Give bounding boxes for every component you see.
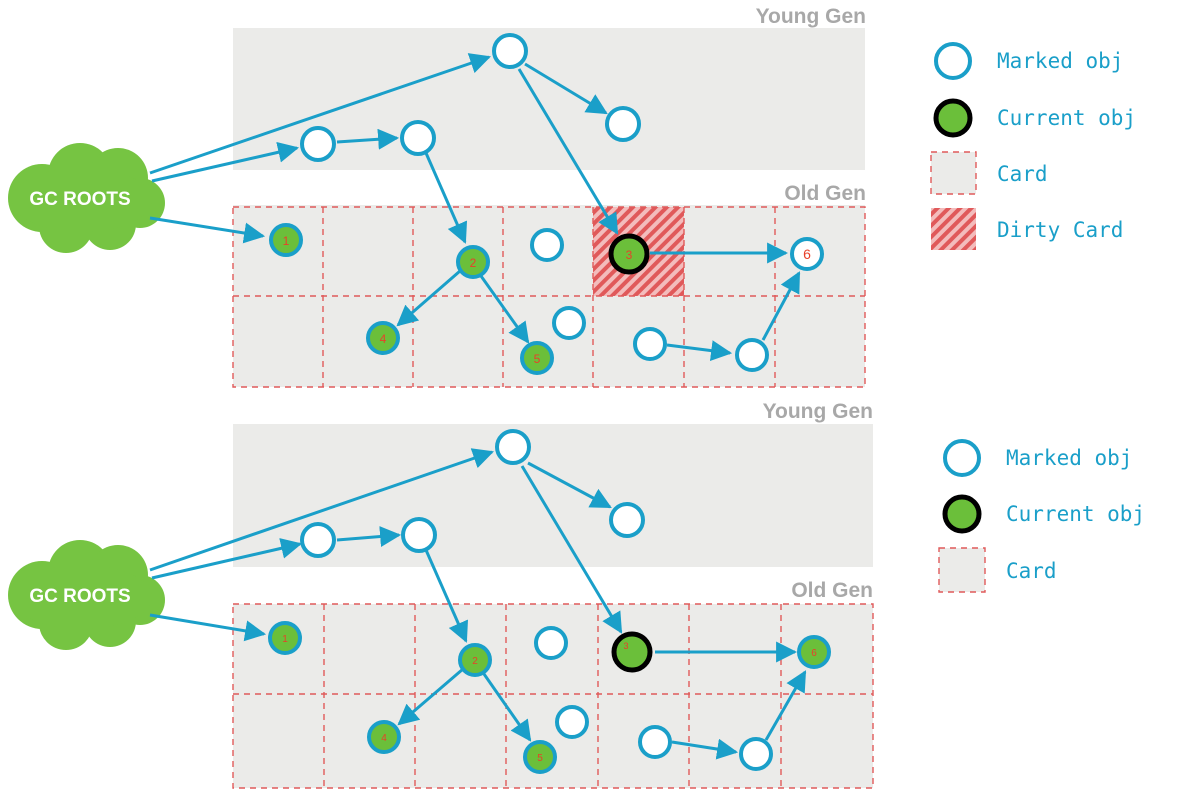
object-2 bbox=[458, 643, 492, 677]
object-5-number: 5 bbox=[534, 352, 541, 366]
marked-object bbox=[492, 33, 528, 69]
marked-object bbox=[300, 522, 336, 558]
gc-roots-label: GC ROOTS bbox=[29, 189, 130, 210]
old-gen-label: Old Gen bbox=[784, 182, 866, 205]
legend: Marked obj Current obj Card Dirty Card bbox=[930, 42, 1136, 250]
young-gen-region bbox=[233, 424, 873, 567]
object-3-current bbox=[611, 631, 653, 673]
reference-arrows bbox=[149, 448, 807, 760]
object-1-number: 1 bbox=[282, 634, 288, 645]
marked-object bbox=[638, 725, 672, 759]
marked-object bbox=[735, 338, 769, 372]
object-1 bbox=[268, 621, 302, 655]
object-4 bbox=[367, 720, 401, 754]
marked-object bbox=[605, 106, 641, 142]
marked-object bbox=[552, 306, 586, 340]
dirty-card-icon bbox=[931, 208, 976, 250]
young-objects bbox=[300, 429, 645, 558]
marked-object bbox=[609, 502, 645, 538]
object-numbers: 1 2 3 4 5 6 bbox=[282, 634, 817, 764]
object-6-number: 6 bbox=[803, 246, 811, 262]
object-1 bbox=[269, 223, 303, 257]
old-objects bbox=[269, 223, 824, 375]
marked-obj-icon bbox=[934, 42, 972, 80]
object-2 bbox=[456, 245, 490, 279]
young-gen-label: Young Gen bbox=[756, 5, 866, 28]
young-gen-region bbox=[233, 28, 865, 170]
object-5 bbox=[520, 341, 554, 375]
object-6-number: 6 bbox=[811, 648, 817, 659]
legend-marked-label: Marked obj bbox=[1006, 446, 1132, 470]
card-grid bbox=[232, 206, 866, 388]
marked-object bbox=[633, 327, 667, 361]
card-icon bbox=[938, 547, 986, 593]
reference-arrows bbox=[149, 53, 801, 362]
object-2-number: 2 bbox=[472, 656, 478, 667]
marked-obj-icon bbox=[943, 439, 981, 477]
legend: Marked obj Current obj Card bbox=[938, 439, 1145, 593]
marked-object bbox=[739, 737, 773, 771]
object-4-number: 4 bbox=[380, 332, 387, 346]
object-3-number: 3 bbox=[626, 248, 633, 262]
object-5 bbox=[523, 740, 557, 774]
old-objects bbox=[268, 621, 831, 774]
marked-object bbox=[300, 126, 336, 162]
object-5-number: 5 bbox=[537, 753, 543, 764]
legend-card-label: Card bbox=[1006, 559, 1057, 583]
object-4 bbox=[366, 321, 400, 355]
marked-object bbox=[401, 517, 437, 553]
marked-object bbox=[530, 228, 564, 262]
gc-roots-label: GC ROOTS bbox=[29, 586, 130, 607]
object-6 bbox=[790, 237, 824, 271]
marked-object bbox=[400, 120, 436, 156]
current-obj-icon bbox=[933, 98, 973, 138]
old-gen-label: Old Gen bbox=[791, 579, 873, 602]
young-gen-label: Young Gen bbox=[763, 400, 873, 423]
card-grid bbox=[232, 603, 874, 789]
marked-object bbox=[534, 626, 568, 660]
panel-1: Young Gen Old Gen GC ROOTS bbox=[8, 5, 1136, 388]
gc-roots-cloud bbox=[8, 540, 165, 650]
object-3-current bbox=[608, 233, 650, 275]
object-6 bbox=[797, 635, 831, 669]
marked-object bbox=[555, 705, 589, 739]
legend-current-label: Current obj bbox=[997, 106, 1136, 130]
object-2-number: 2 bbox=[470, 256, 477, 270]
current-obj-icon bbox=[942, 494, 982, 534]
legend-current-label: Current obj bbox=[1006, 502, 1145, 526]
object-4-number: 4 bbox=[381, 733, 387, 744]
legend-dirty-card-label: Dirty Card bbox=[997, 218, 1123, 242]
gc-roots-cloud bbox=[8, 143, 165, 253]
legend-marked-label: Marked obj bbox=[997, 49, 1123, 73]
legend-card-label: Card bbox=[997, 162, 1048, 186]
young-objects bbox=[300, 33, 641, 162]
marked-object bbox=[495, 429, 531, 465]
panel-2: Young Gen Old Gen GC ROOTS bbox=[8, 400, 1145, 789]
object-numbers: 1 2 3 4 5 6 bbox=[283, 234, 811, 366]
card-icon bbox=[930, 151, 977, 195]
object-1-number: 1 bbox=[283, 234, 290, 248]
object-3-number: 3 bbox=[623, 641, 628, 651]
